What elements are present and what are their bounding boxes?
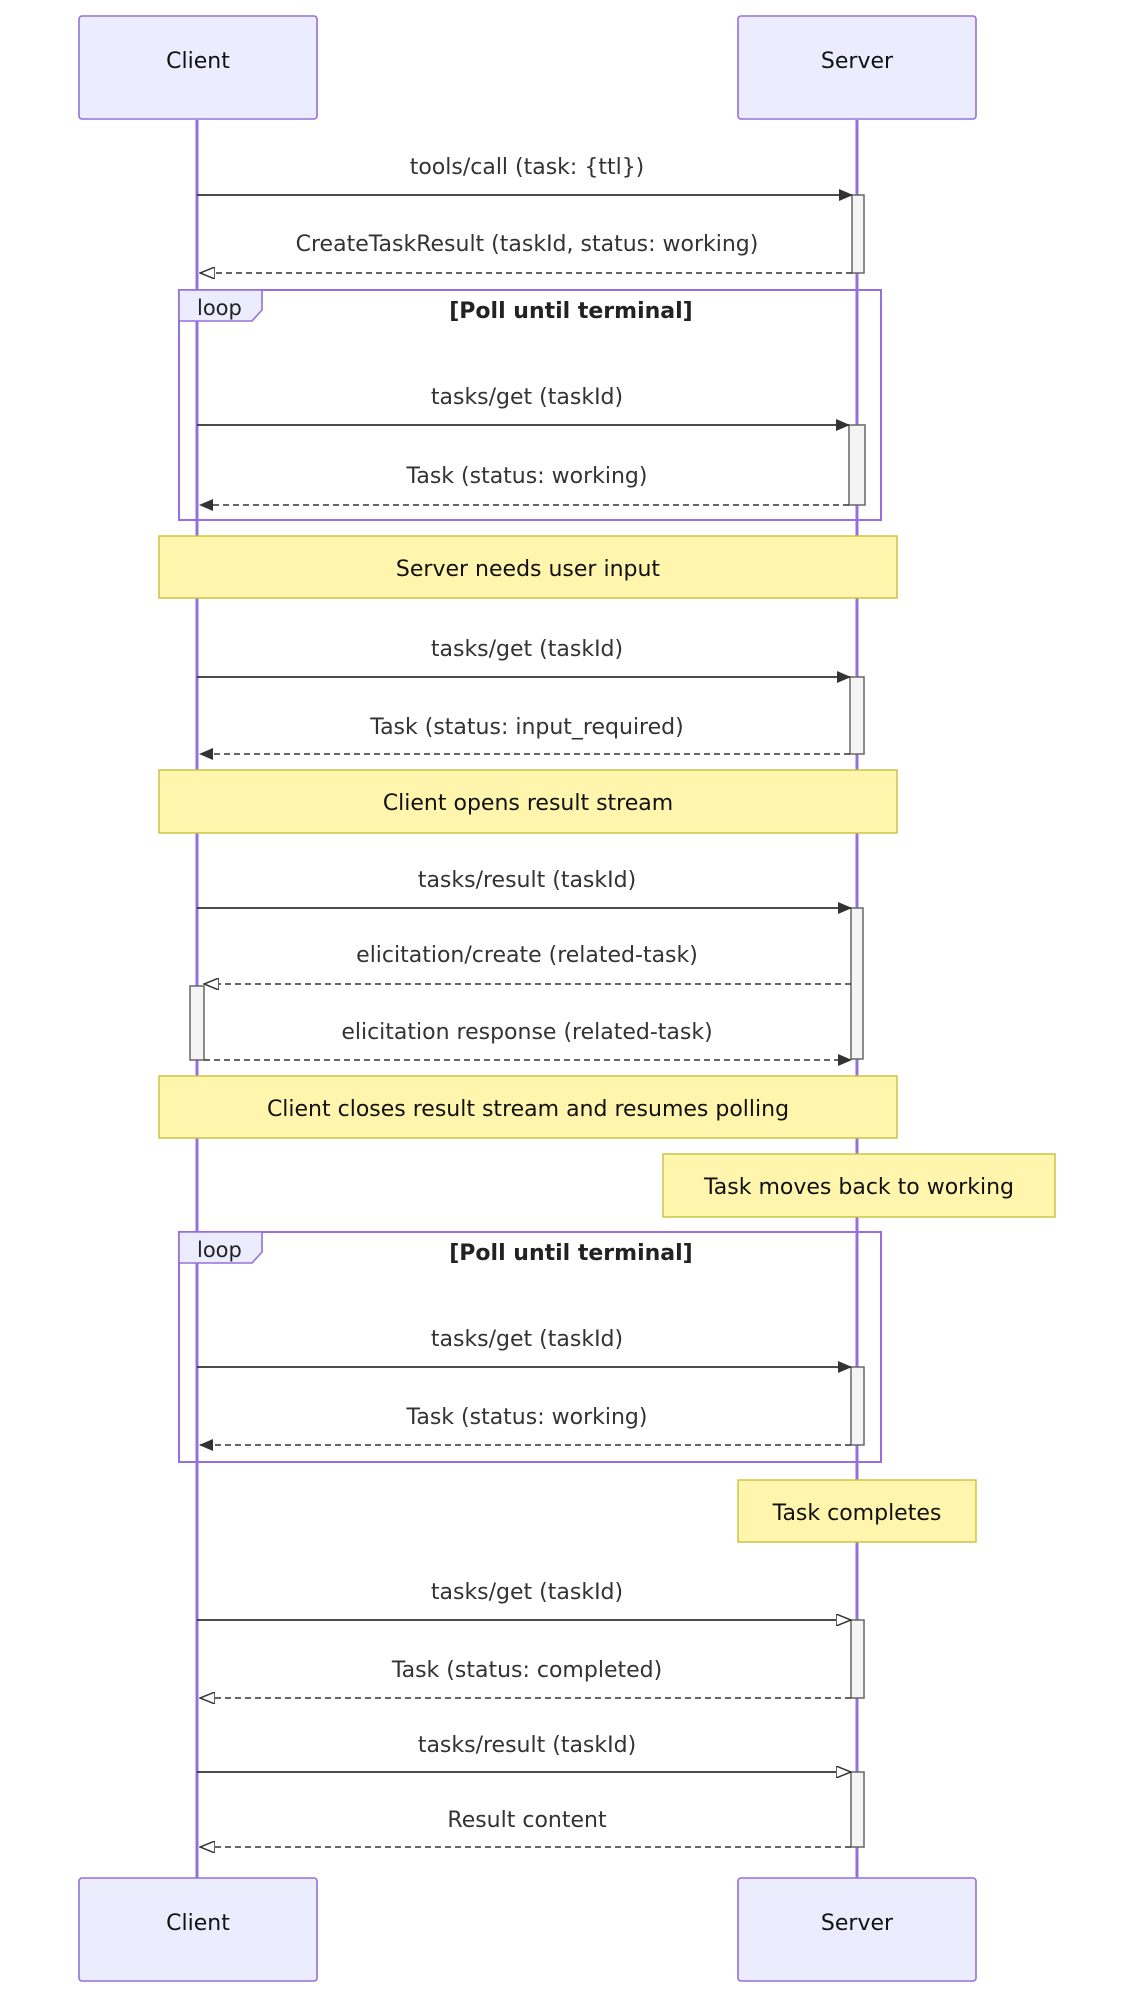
client-activation: [189, 985, 205, 1061]
server-actor-top: Server: [737, 15, 977, 120]
loop-label: loop: [197, 296, 242, 320]
message-label: tasks/result (taskId): [418, 1733, 636, 1758]
message-tools-call: tools/call (task: {ttl}): [197, 155, 853, 201]
message-result-content: Result content: [200, 1808, 851, 1847]
message-label: Task (status: input_required): [369, 715, 683, 740]
message-tasks-get-2: tasks/get (taskId): [197, 637, 851, 683]
server-activation: [850, 1366, 865, 1446]
actor-label: Client: [166, 1911, 230, 1936]
note-text: Task moves back to working: [703, 1175, 1014, 1200]
message-label: tools/call (task: {ttl}): [410, 155, 645, 180]
server-actor-bottom: Server: [737, 1877, 977, 1982]
message-create-task-result: CreateTaskResult (taskId, status: workin…: [200, 232, 852, 273]
message-tasks-get-3: tasks/get (taskId): [197, 1327, 852, 1373]
server-activation: [851, 194, 865, 274]
message-label: tasks/result (taskId): [418, 868, 636, 893]
message-tasks-get-1: tasks/get (taskId): [197, 385, 850, 431]
actor-label: Server: [821, 49, 894, 74]
server-activation: [849, 676, 865, 755]
message-label: tasks/get (taskId): [431, 1327, 623, 1352]
message-task-working-1: Task (status: working): [199, 464, 849, 511]
message-label: CreateTaskResult (taskId, status: workin…: [296, 232, 759, 257]
note-client-closes-stream: Client closes result stream and resumes …: [158, 1075, 898, 1139]
loop-frame-2: loop [Poll until terminal]: [178, 1231, 882, 1463]
message-label: Result content: [447, 1808, 607, 1833]
note-task-back-to-working: Task moves back to working: [662, 1153, 1056, 1218]
message-label: tasks/get (taskId): [431, 1580, 623, 1605]
note-text: Task completes: [772, 1501, 942, 1526]
message-label: Task (status: working): [406, 1405, 648, 1430]
note-server-needs-input: Server needs user input: [158, 535, 898, 599]
message-elicitation-create: elicitation/create (related-task): [204, 943, 851, 984]
note-text: Client opens result stream: [383, 791, 673, 816]
loop-frame-1: loop [Poll until terminal]: [178, 289, 882, 521]
message-elicitation-response: elicitation response (related-task): [204, 1020, 852, 1066]
note-task-completes: Task completes: [737, 1479, 977, 1543]
actor-label: Server: [821, 1911, 894, 1936]
message-label: elicitation/create (related-task): [356, 943, 698, 968]
message-tasks-get-4: tasks/get (taskId): [197, 1580, 851, 1620]
note-text: Client closes result stream and resumes …: [267, 1097, 789, 1122]
message-label: Task (status: working): [406, 464, 648, 489]
server-activation: [850, 1619, 865, 1699]
message-task-working-2: Task (status: working): [199, 1405, 851, 1451]
loop-condition: [Poll until terminal]: [449, 1241, 692, 1266]
message-label: tasks/get (taskId): [431, 385, 623, 410]
message-task-input-required: Task (status: input_required): [199, 715, 850, 760]
client-actor-bottom: Client: [78, 1877, 318, 1982]
message-task-completed: Task (status: completed): [200, 1658, 851, 1698]
message-tasks-result-2: tasks/result (taskId): [197, 1733, 851, 1772]
note-text: Server needs user input: [396, 557, 661, 582]
server-activation: [850, 1771, 865, 1848]
note-client-opens-stream: Client opens result stream: [158, 769, 898, 834]
client-actor-top: Client: [78, 15, 318, 120]
server-activation: [848, 424, 866, 506]
server-activation: [850, 907, 864, 1060]
message-label: elicitation response (related-task): [341, 1020, 712, 1045]
loop-label: loop: [197, 1238, 242, 1262]
loop-condition: [Poll until terminal]: [449, 299, 692, 324]
message-label: Task (status: completed): [391, 1658, 662, 1683]
actor-label: Client: [166, 49, 230, 74]
message-label: tasks/get (taskId): [431, 637, 623, 662]
message-tasks-result-1: tasks/result (taskId): [197, 868, 852, 914]
